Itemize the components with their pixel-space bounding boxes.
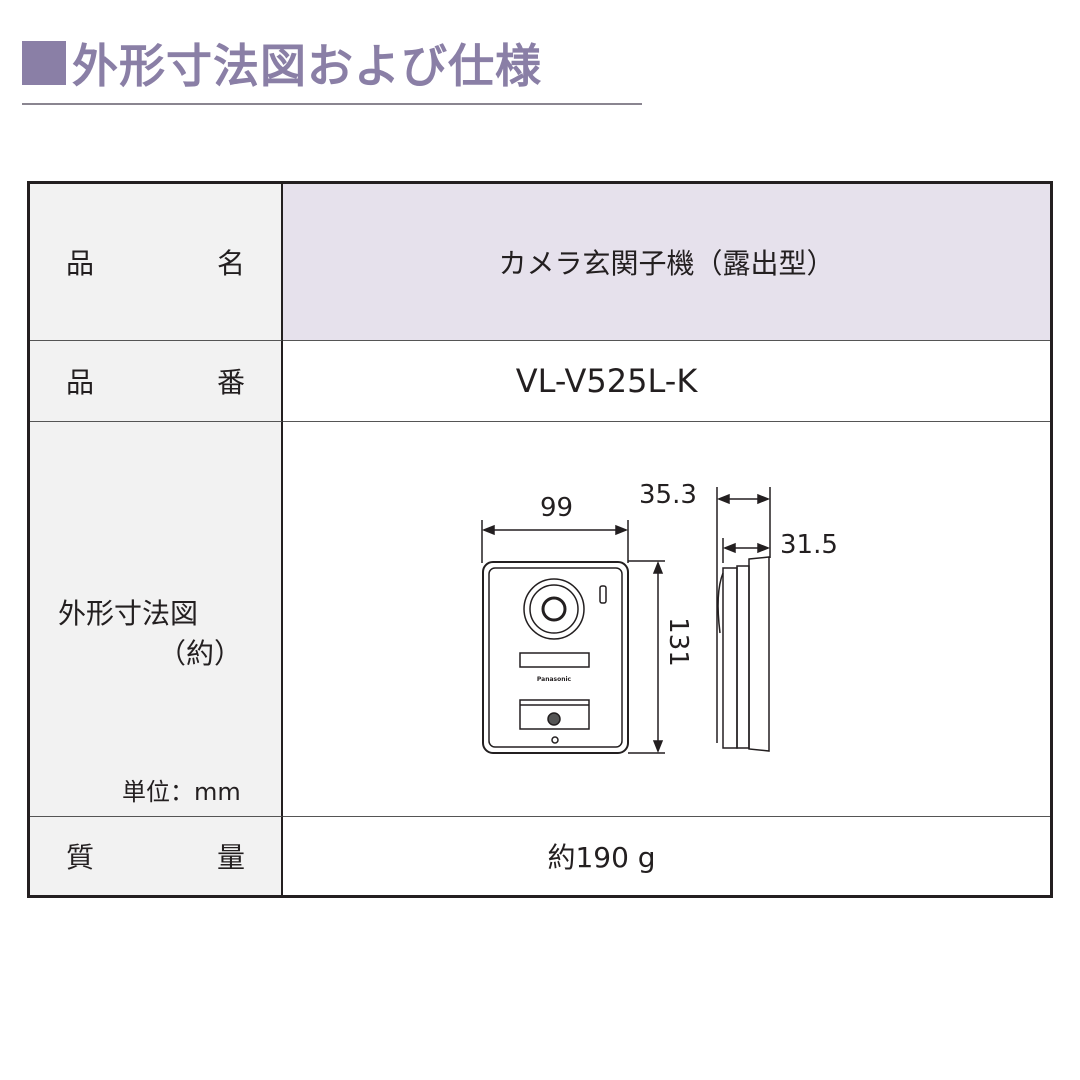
depth-total-dimension: 35.3 (639, 480, 697, 510)
label-char: 品 (66, 247, 95, 280)
width-dimension: 99 (540, 493, 574, 523)
depth-body-dimension: 31.5 (780, 530, 838, 560)
unit-label: 単位：mm (122, 778, 241, 806)
title-text: 外形寸法図および仕様 (72, 39, 542, 93)
spec-table: 品名 カメラ玄関子機（露出型） 品番 VL-V525L-K 外形寸法図 （約） … (27, 181, 1053, 898)
label-char: 量 (216, 841, 245, 874)
value-weight: 約190 g (547, 841, 656, 874)
title-square-icon (22, 41, 66, 85)
value-product-name: カメラ玄関子機（露出型） (283, 184, 1050, 341)
label-char: 品 (66, 366, 95, 399)
page-title: 外形寸法図および仕様 (22, 30, 542, 96)
label-product-name: 品名 (30, 184, 283, 341)
dimensions-label-sub: （約） (158, 637, 243, 670)
doorphone-drawing: Panasonic (481, 487, 771, 754)
height-dimension: 131 (662, 617, 693, 667)
svg-text:Panasonic: Panasonic (537, 676, 572, 683)
label-product-number: 品番 (30, 341, 283, 422)
label-char: 質 (66, 841, 95, 874)
label-char: 名 (216, 247, 245, 280)
dimensions-label: 外形寸法図 (58, 597, 199, 630)
label-weight: 質量 (30, 817, 283, 895)
label-dimensions: 外形寸法図 （約） 単位：mm (30, 422, 283, 817)
dimension-drawing: Panasonic 99 131 35.3 31.5 (283, 422, 1050, 817)
value-product-number: VL-V525L-K (283, 341, 1050, 422)
title-divider (22, 103, 642, 105)
label-char: 番 (216, 366, 245, 399)
